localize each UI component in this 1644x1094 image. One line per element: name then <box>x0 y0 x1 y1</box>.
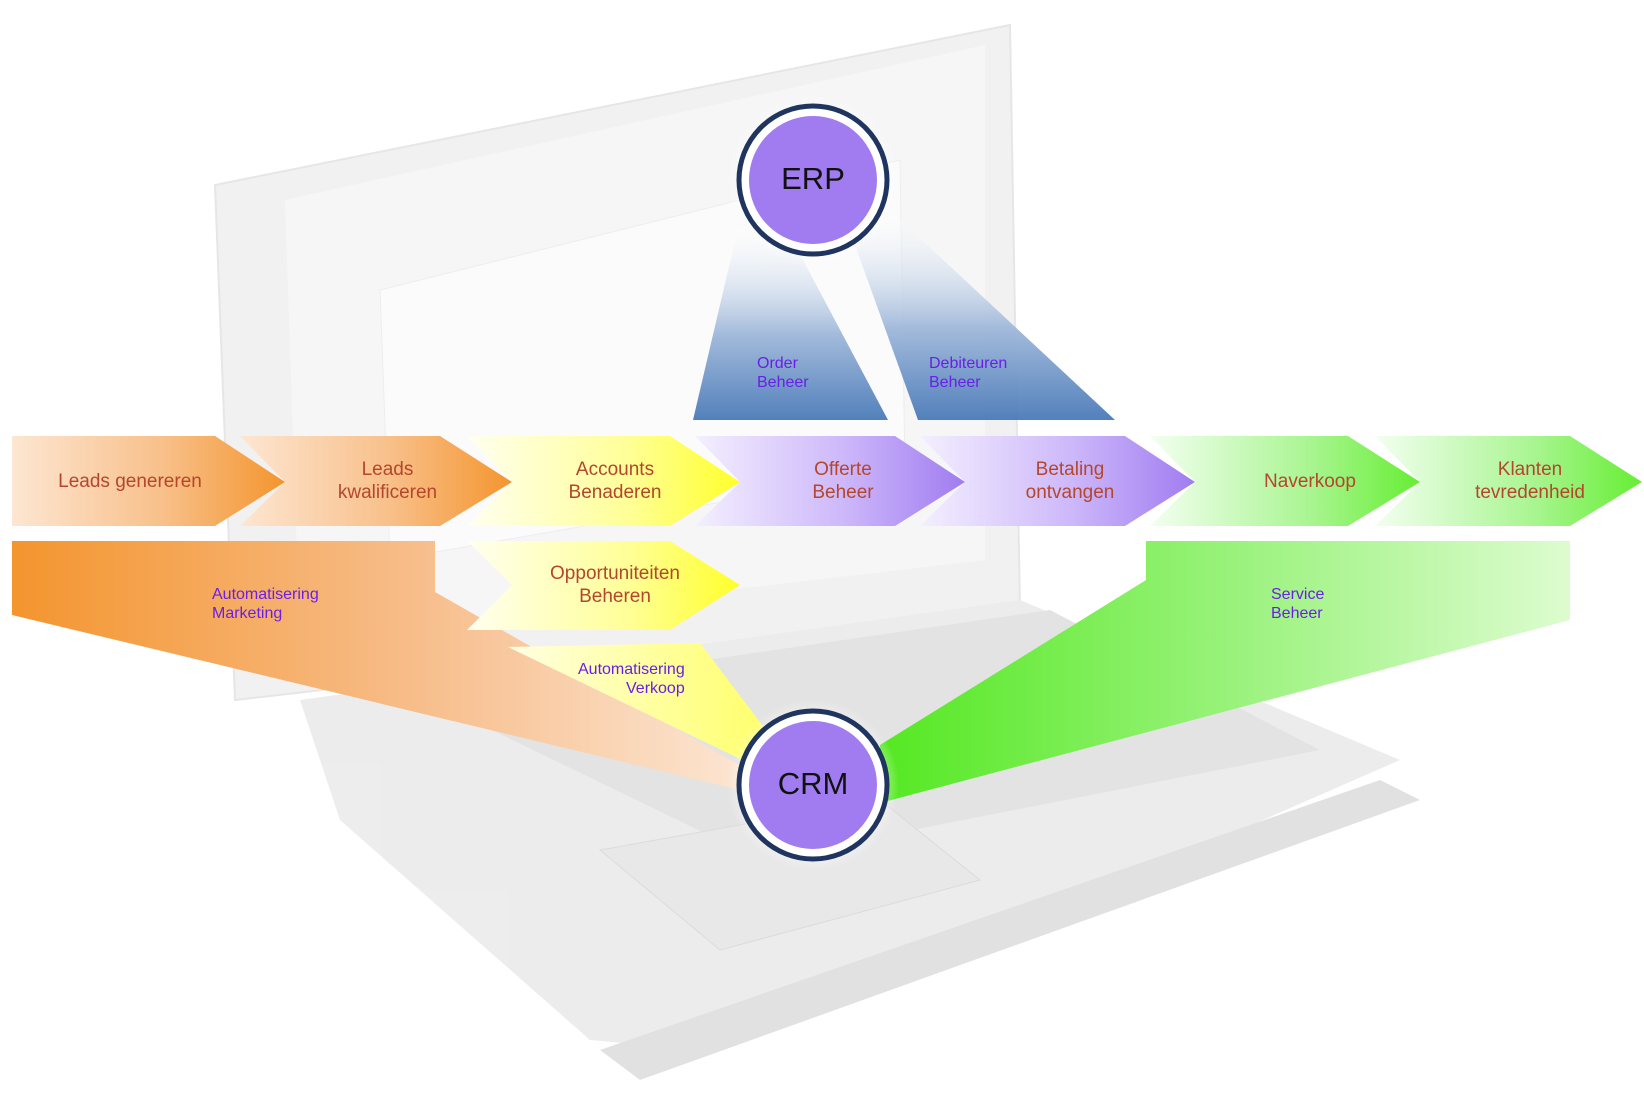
erp-system-circle <box>727 94 899 266</box>
chevron-leads-genereren <box>12 436 285 526</box>
crm-label: CRM <box>777 766 849 801</box>
chevron-naverkoop <box>1150 436 1420 526</box>
automatisering-marketing-shape <box>12 541 815 808</box>
chevron-accounts-benaderen <box>467 436 740 526</box>
erp-label: ERP <box>781 161 845 196</box>
chevron-leads-kwalificeren <box>240 436 512 526</box>
chevron-opportuniteiten-beheren <box>467 541 740 630</box>
step-naverkoop-label: Naverkoop <box>1264 471 1356 492</box>
chevron-klanten-tevredenheid <box>1375 436 1642 526</box>
step-leads-genereren-label: Leads genereren <box>58 471 202 492</box>
debiteuren-beheer-cone <box>855 215 1115 420</box>
chevron-offerte-beheer <box>695 436 965 526</box>
order-beheer-cone <box>693 228 888 420</box>
chevron-betaling-ontvangen <box>920 436 1195 526</box>
process-chevron-row <box>12 436 1642 526</box>
crm-system-circle <box>727 699 899 871</box>
erp-connector-cones <box>693 215 1115 420</box>
service-beheer-shape <box>880 541 1570 803</box>
